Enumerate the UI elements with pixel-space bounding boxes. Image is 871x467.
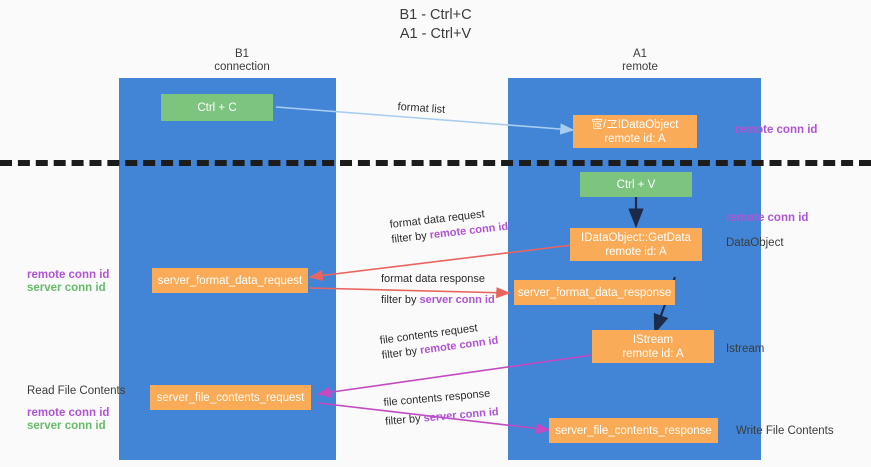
- edge-label-format-data-response-line2: filter by server conn id: [381, 293, 495, 308]
- node-server-file-contents-request-label: server_file_contents_request: [156, 391, 305, 404]
- edge-label-format-data-response: format data response filter by server co…: [381, 272, 495, 308]
- filter-by-prefix: filter by: [384, 412, 425, 428]
- lane-title-a1: A1 remote: [622, 48, 658, 73]
- node-idataobject-getdata[interactable]: IDataObject::GetData remote id: A: [570, 228, 702, 261]
- node-server-file-contents-request[interactable]: server_file_contents_request: [150, 385, 311, 410]
- edge-label-file-contents-response: file contents response filter by server …: [383, 386, 499, 430]
- node-server-format-data-request-label: server_format_data_request: [157, 274, 303, 287]
- filter-by-prefix: filter by: [381, 294, 420, 306]
- annotation-left-remote-conn-id-bottom: remote conn id: [27, 407, 110, 419]
- filter-by-prefix: filter by: [390, 229, 431, 246]
- edge-label-file-contents-request: file contents request filter by remote c…: [379, 319, 499, 364]
- annotation-remote-conn-id-mid: remote conn id: [726, 212, 809, 224]
- annotation-left-server-conn-id-bottom: server conn id: [27, 420, 106, 432]
- annotation-remote-conn-id-top: remote conn id: [735, 124, 818, 136]
- node-ctrl-c-label: Ctrl + C: [197, 101, 237, 114]
- node-server-file-contents-response[interactable]: server_file_contents_response: [549, 418, 718, 443]
- node-istream-sublabel: remote id: A: [622, 347, 684, 360]
- annotation-read-file-contents: Read File Contents: [27, 385, 126, 397]
- annotation-istream: Istream: [726, 343, 765, 355]
- node-idataobject-sublabel: remote id: A: [604, 132, 666, 145]
- keyword-server-conn-id: server conn id: [419, 294, 495, 306]
- node-ctrl-v-label: Ctrl + V: [616, 178, 656, 191]
- node-server-format-data-request[interactable]: server_format_data_request: [152, 268, 308, 293]
- edge-label-format-data-request: format data request filter by remote con…: [389, 205, 509, 248]
- node-idataobject-getdata-sublabel: remote id: A: [605, 245, 667, 258]
- annotation-left-server-conn-id-mid: server conn id: [27, 282, 106, 294]
- filter-by-prefix: filter by: [381, 344, 421, 362]
- node-ctrl-v[interactable]: Ctrl + V: [580, 172, 692, 197]
- node-ctrl-c[interactable]: Ctrl + C: [161, 94, 273, 121]
- node-server-file-contents-response-label: server_file_contents_response: [555, 424, 712, 437]
- phase-divider: [0, 160, 871, 166]
- annotation-left-remote-conn-id-mid: remote conn id: [27, 269, 110, 281]
- node-istream-label: IStream: [632, 333, 674, 346]
- node-server-format-data-response-label: server_format_data_response: [517, 286, 672, 299]
- edge-label-format-list-line1: format list: [397, 100, 446, 116]
- node-istream[interactable]: IStream remote id: A: [592, 330, 714, 363]
- edge-label-format-data-response-line1: format data response: [381, 273, 485, 285]
- lane-title-b1: B1 connection: [214, 48, 270, 73]
- node-idataobject-label: 宧/ヱIDataObject: [591, 118, 679, 131]
- edge-label-format-list: format list: [397, 100, 446, 118]
- annotation-dataobject: DataObject: [726, 237, 784, 249]
- node-idataobject[interactable]: 宧/ヱIDataObject remote id: A: [573, 115, 697, 148]
- keyword-server-conn-id: server conn id: [423, 406, 500, 425]
- node-server-format-data-response[interactable]: server_format_data_response: [514, 280, 675, 305]
- annotation-write-file-contents: Write File Contents: [736, 425, 834, 437]
- node-idataobject-getdata-label: IDataObject::GetData: [581, 231, 691, 244]
- page-title: B1 - Ctrl+C A1 - Ctrl+V: [399, 7, 472, 42]
